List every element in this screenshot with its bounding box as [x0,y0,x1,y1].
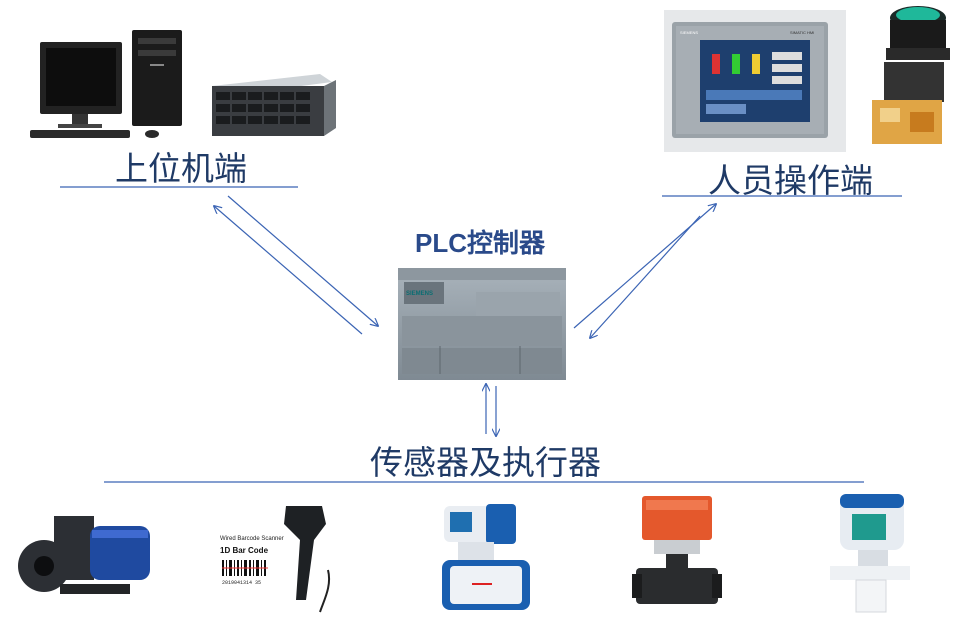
barcode-scanner-icon: Wired Barcode Scanner 1D Bar Code 201904… [220,506,330,613]
plc-brand: SIEMENS [406,291,433,297]
pump-icon [18,516,150,594]
hmi-model: SIMATIC HMI [790,30,814,35]
operator-group: SIEMENS SIMATIC HMI [664,6,950,152]
connectors [214,195,716,436]
barcode-subtitle: 1D Bar Code [220,546,269,555]
host-plc-link-a [227,195,378,326]
barcode-number: 2019041314 35 [222,580,261,586]
server-rack-icon [212,74,336,136]
plc-label: PLC控制器 [415,228,546,258]
hmi-brand: SIEMENS [680,30,698,35]
desktop-computer-icon [30,30,182,138]
field-label: 传感器及执行器 [370,443,601,482]
operator-label: 人员操作端 [708,161,873,200]
host-label: 上位机端 [115,149,247,188]
operator-plc-link-b [590,215,701,338]
barcode-title: Wired Barcode Scanner [220,536,284,542]
valve-actuator-icon [632,496,722,604]
host-computer-group [30,30,336,138]
flowmeter-icon [442,504,530,610]
host-plc-link-b [214,206,363,335]
plc-icon: SIEMENS [398,268,566,380]
transmitter-icon [830,494,910,613]
emergency-button-icon [872,6,950,144]
hmi-touch-panel-icon: SIEMENS SIMATIC HMI [664,10,846,152]
